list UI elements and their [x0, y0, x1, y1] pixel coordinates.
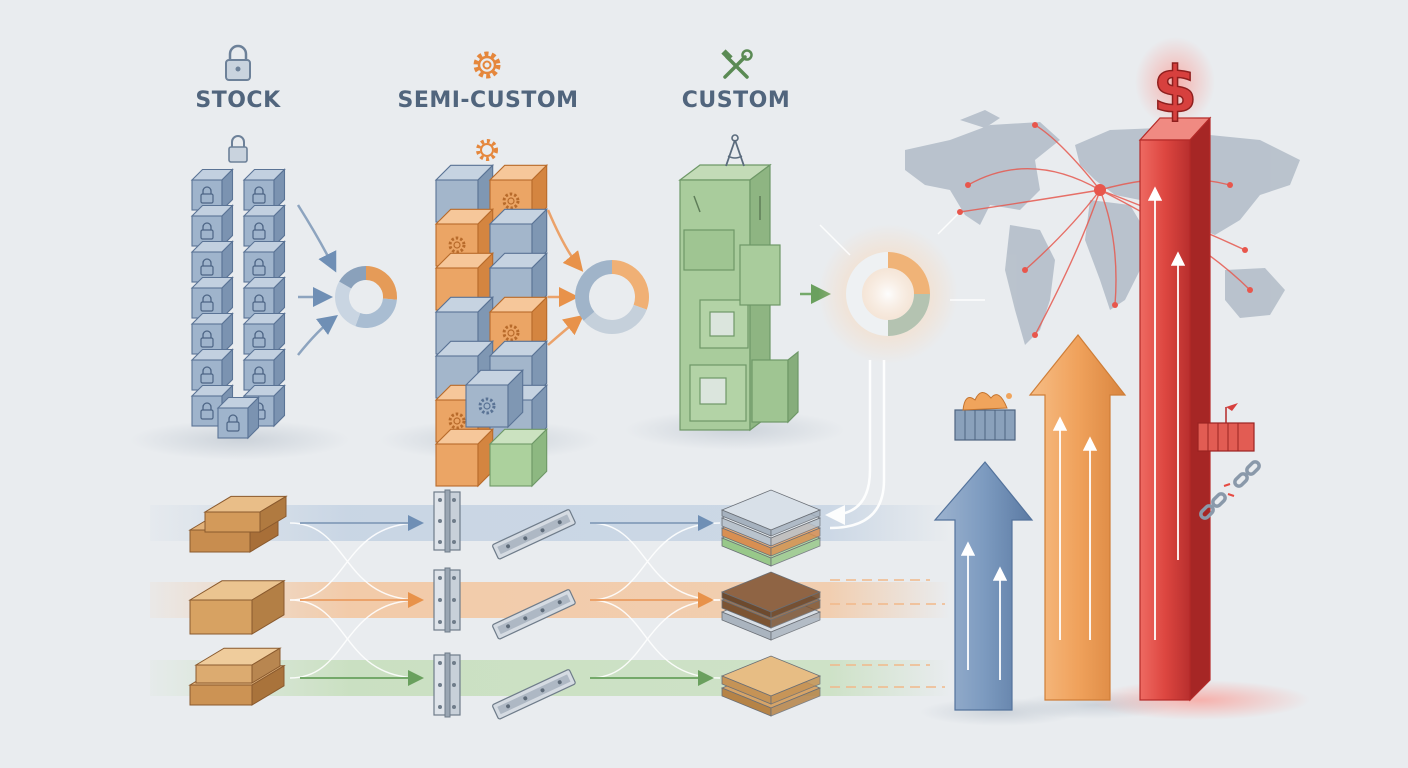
stock-donut — [335, 266, 397, 328]
cube — [216, 396, 260, 440]
broken-chain-icon — [1199, 460, 1261, 520]
semi-custom-donut — [575, 260, 649, 334]
hammer-wrench-icon — [721, 49, 753, 79]
custom-title: CUSTOM — [681, 88, 791, 113]
cube — [190, 348, 234, 392]
medium-cost-arrow — [1028, 334, 1127, 701]
stock-cube-stack — [190, 168, 286, 440]
finished-panels — [720, 489, 822, 717]
cube — [190, 312, 234, 356]
custom-donut — [818, 213, 985, 364]
cube — [190, 240, 234, 284]
cube — [242, 240, 286, 284]
gear-icon — [476, 139, 498, 161]
cube — [190, 204, 234, 248]
svg-text:$: $ — [1153, 54, 1198, 128]
cube — [242, 204, 286, 248]
world-map-icon — [905, 110, 1300, 345]
cube — [190, 276, 234, 320]
dollar-sign-icon: $ — [1135, 37, 1215, 129]
shipping-container-icon — [954, 392, 1016, 441]
cube — [434, 427, 495, 488]
cube — [242, 312, 286, 356]
compass-icon — [725, 134, 745, 167]
cube — [464, 368, 525, 429]
cube — [190, 168, 234, 212]
low-cost-arrow — [933, 461, 1034, 711]
high-cost-bar — [1138, 116, 1212, 702]
lumber-planks — [188, 495, 288, 706]
cube — [488, 163, 549, 224]
cube — [488, 295, 549, 356]
gear-icon — [473, 51, 501, 79]
cube — [488, 427, 549, 488]
cube — [242, 168, 286, 212]
semi-custom-cube-stack — [434, 163, 549, 488]
stock-flow-arrows — [296, 204, 338, 356]
padlock-icon — [225, 44, 251, 81]
shipping-container-icon — [1197, 403, 1255, 452]
supply-nodes — [957, 122, 1253, 338]
custom-block-stack — [678, 163, 799, 432]
global-supply-lines — [959, 124, 1251, 336]
semi-custom-flow-arrows — [546, 209, 584, 346]
hardware-hinges-slides — [433, 489, 576, 720]
cube — [242, 276, 286, 320]
semi-custom-title: SEMI-CUSTOM — [397, 88, 579, 113]
cube — [242, 348, 286, 392]
stock-title: STOCK — [195, 88, 281, 113]
padlock-icon — [228, 135, 248, 163]
